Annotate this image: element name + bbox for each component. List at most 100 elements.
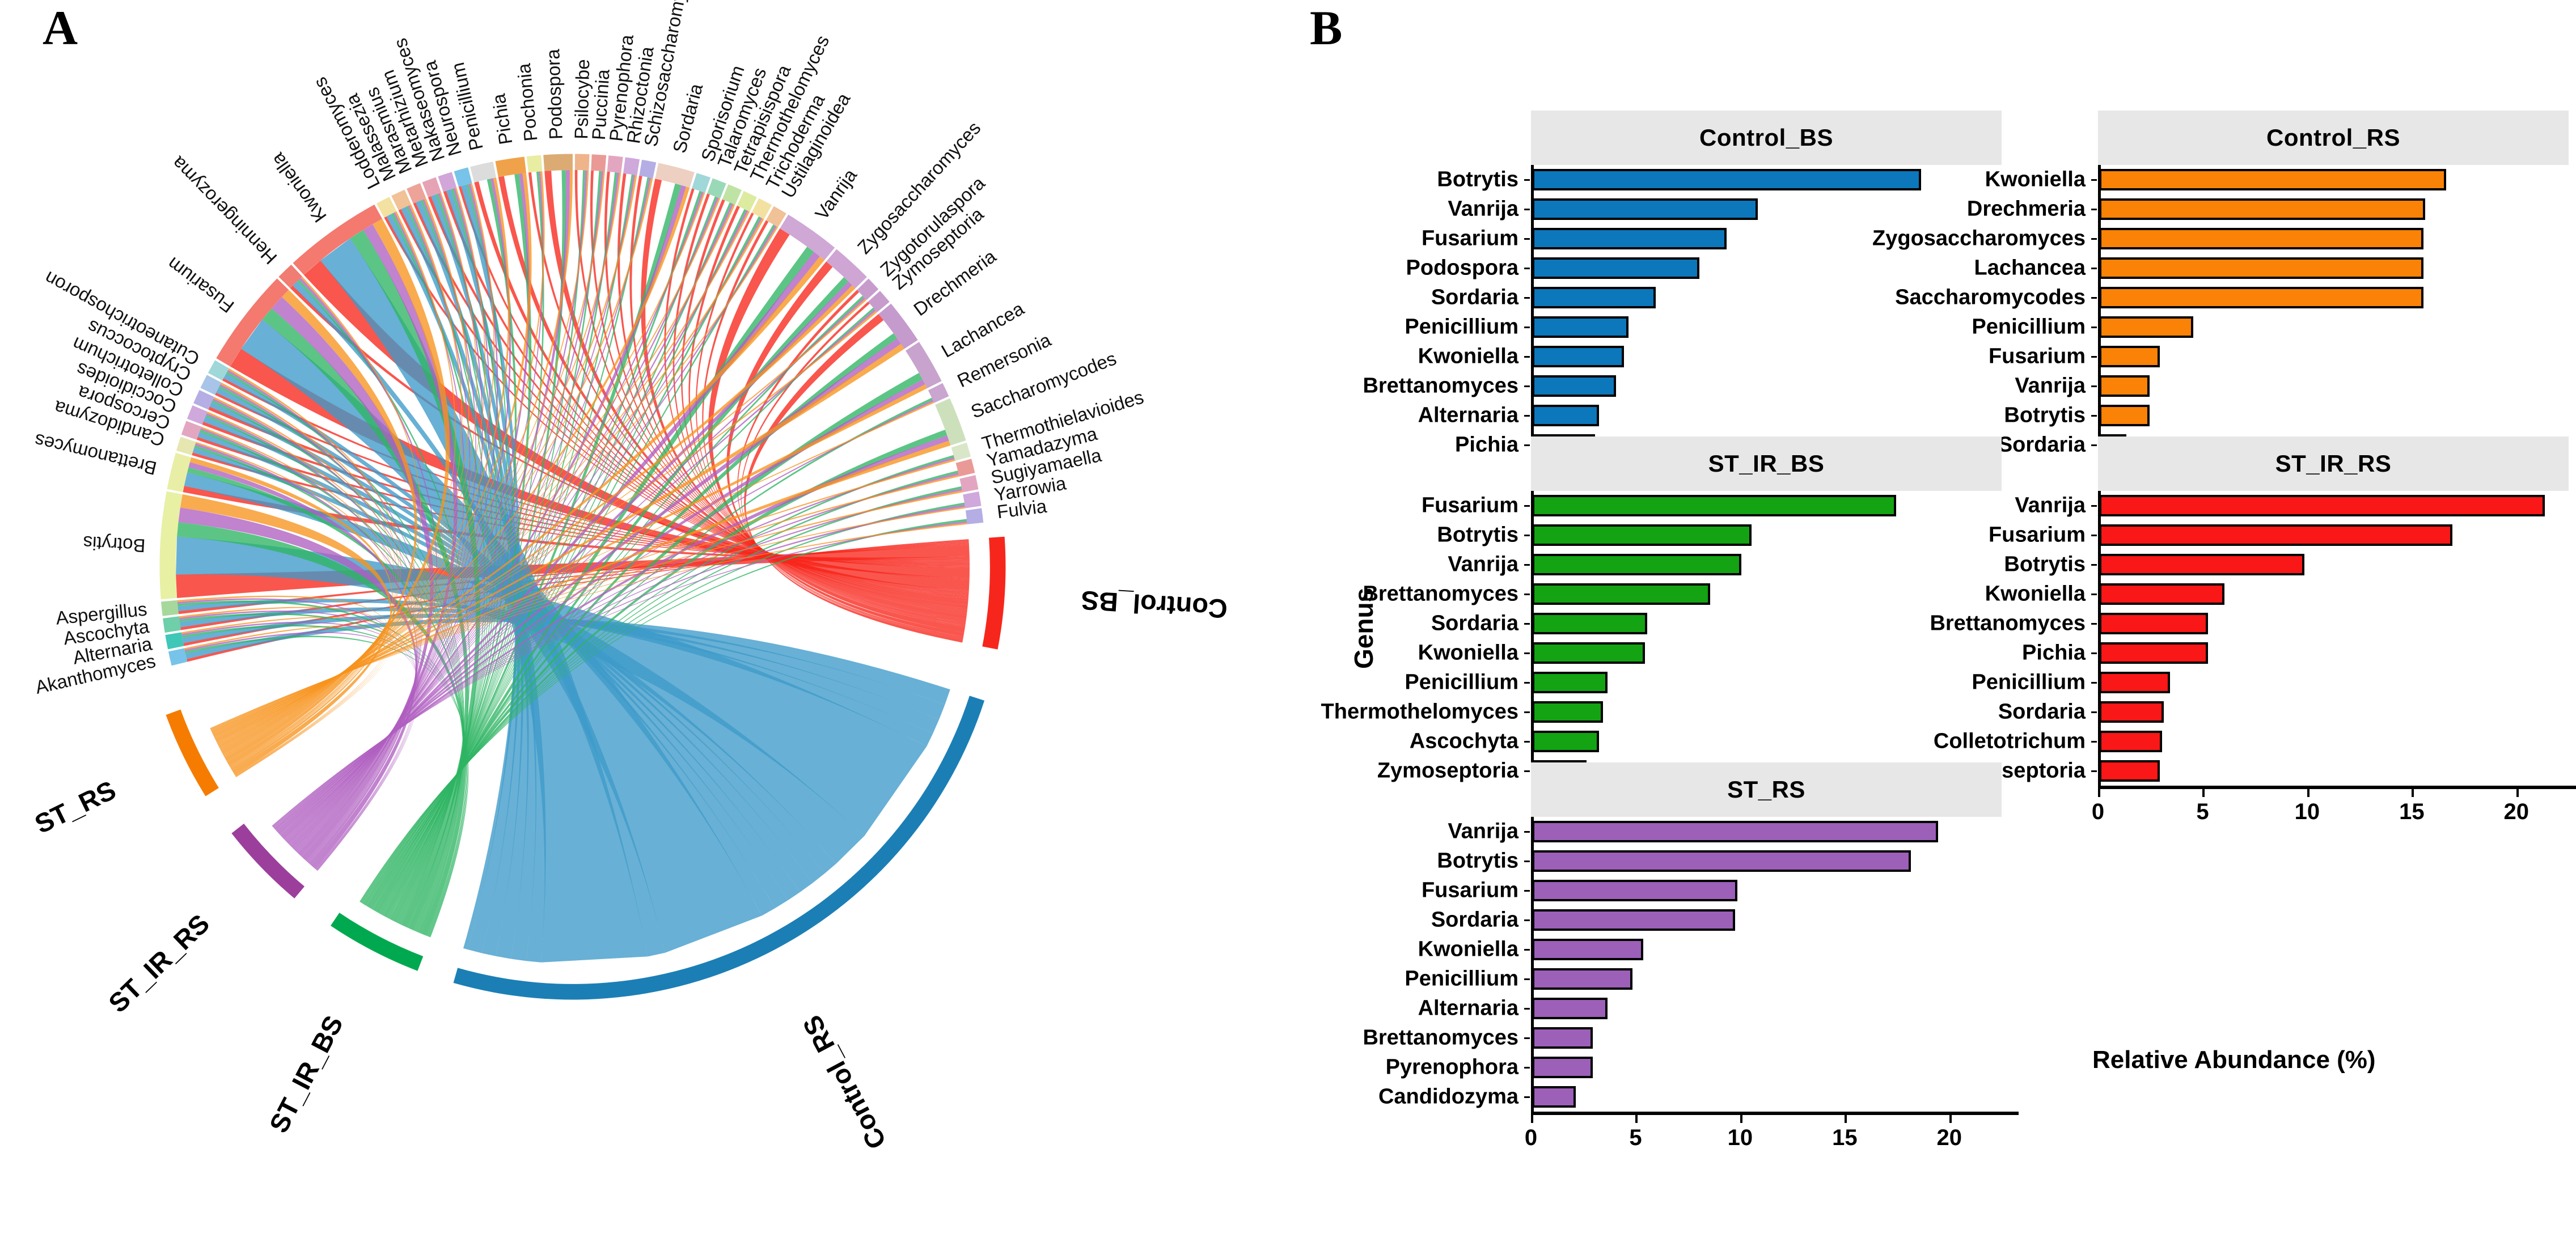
bar (1532, 613, 1647, 634)
x-tick-label: 0 (2091, 799, 2105, 824)
y-tick-mark (1524, 327, 1530, 328)
chord-genus-arc (176, 436, 196, 455)
y-tick-mark (2091, 652, 2097, 654)
y-tick-label: Kwoniella (1985, 582, 2086, 606)
y-tick-mark (2091, 535, 2097, 536)
chord-group-arc (982, 536, 1006, 650)
chord-group-arc (166, 709, 219, 796)
chord-genus-arc (159, 491, 183, 600)
bar (1532, 968, 1633, 990)
y-tick-mark (1524, 919, 1530, 921)
x-tick-mark (1845, 1115, 1847, 1123)
chord-ribbon (241, 319, 762, 953)
y-tick-mark (2091, 594, 2097, 595)
y-tick-mark (1524, 505, 1530, 507)
x-tick-mark (1635, 1115, 1638, 1123)
y-tick-mark (1524, 594, 1530, 595)
y-axis-line (1531, 817, 1534, 1112)
chord-group-label: ST_RS (30, 774, 120, 839)
bar (2099, 701, 2164, 723)
y-tick-mark (2091, 268, 2097, 269)
bar (1532, 316, 1628, 338)
y-tick-mark (1524, 1008, 1530, 1010)
chord-genus-arc (623, 157, 640, 176)
y-tick-mark (1524, 682, 1530, 684)
x-tick-label: 20 (2503, 799, 2530, 824)
chord-genus-arc (878, 303, 918, 349)
y-tick-mark (1524, 444, 1530, 446)
chord-genus-arc (187, 405, 208, 425)
chord-genus-arc (607, 155, 623, 173)
chord-ribbon (183, 486, 970, 561)
bar (2099, 198, 2426, 220)
bar (2099, 731, 2162, 752)
chord-ribbon (744, 313, 963, 643)
y-tick-label: Saccharomycodes (1895, 285, 2086, 310)
y-tick-mark (1524, 978, 1530, 980)
bar (1532, 642, 1646, 664)
x-tick-mark (2412, 789, 2414, 797)
chord-genus-arc (407, 183, 426, 204)
y-tick-mark (1524, 711, 1530, 713)
x-tick-mark (2307, 789, 2309, 797)
y-tick-label: Botrytis (1437, 849, 1518, 873)
bar (1532, 228, 1727, 249)
chord-ribbon (177, 522, 467, 936)
chord-ribbon (182, 613, 945, 720)
chord-group-arc (231, 824, 304, 898)
bar (1532, 850, 1911, 872)
chord-ribbons (176, 170, 970, 963)
y-axis-line (2098, 165, 2101, 460)
bar (1532, 821, 1938, 842)
chord-ribbon (416, 200, 529, 959)
y-tick-mark (2091, 564, 2097, 566)
chord-group-label: ST_IR_BS (263, 1011, 349, 1138)
y-tick-mark (1524, 831, 1530, 833)
y-tick-label: Penicillium (1405, 670, 1518, 694)
chord-genus-arc (692, 173, 710, 193)
x-tick-mark (2516, 789, 2519, 797)
bar (1532, 287, 1656, 308)
chord-ribbon (299, 277, 437, 857)
y-tick-label: Botrytis (2004, 552, 2086, 577)
facet-title: ST_IR_RS (2275, 450, 2392, 477)
bar (1532, 375, 1616, 397)
y-axis-line (1531, 165, 1534, 460)
bar (2099, 524, 2453, 546)
bar (1532, 731, 1600, 752)
chord-arcs (159, 154, 1006, 1000)
chord-genus-arc (737, 190, 757, 212)
chord-genus-arc (965, 508, 984, 524)
y-tick-label: Sordaria (1998, 433, 2086, 457)
chord-ribbon (201, 426, 395, 769)
bar (1532, 909, 1735, 931)
y-tick-label: Kwoniella (1418, 937, 1518, 961)
facet-title: ST_RS (1727, 776, 1805, 803)
chord-genus-arc (765, 206, 786, 227)
y-tick-mark (2091, 297, 2097, 299)
chord-genus-label: Psilocybe (570, 59, 593, 139)
x-tick-label: 0 (1524, 1125, 1538, 1150)
bar (2099, 672, 2171, 693)
y-tick-label: Fusarium (1421, 493, 1518, 518)
y-tick-mark (2091, 238, 2097, 240)
bar (2099, 405, 2150, 426)
bar (1532, 1027, 1593, 1049)
bar (1532, 1086, 1576, 1108)
y-tick-label: Brettanomyces (1363, 582, 1518, 606)
bar (1532, 495, 1896, 516)
y-tick-label: Brettanomyces (1363, 374, 1518, 398)
bar (2099, 257, 2423, 279)
y-tick-mark (2091, 444, 2097, 446)
chord-genus-arc (193, 389, 214, 410)
chord-genus-arc (391, 189, 412, 211)
chord-ribbon (280, 281, 853, 837)
bar (1532, 701, 1604, 723)
y-tick-mark (2091, 209, 2097, 210)
y-tick-mark (1524, 179, 1530, 181)
